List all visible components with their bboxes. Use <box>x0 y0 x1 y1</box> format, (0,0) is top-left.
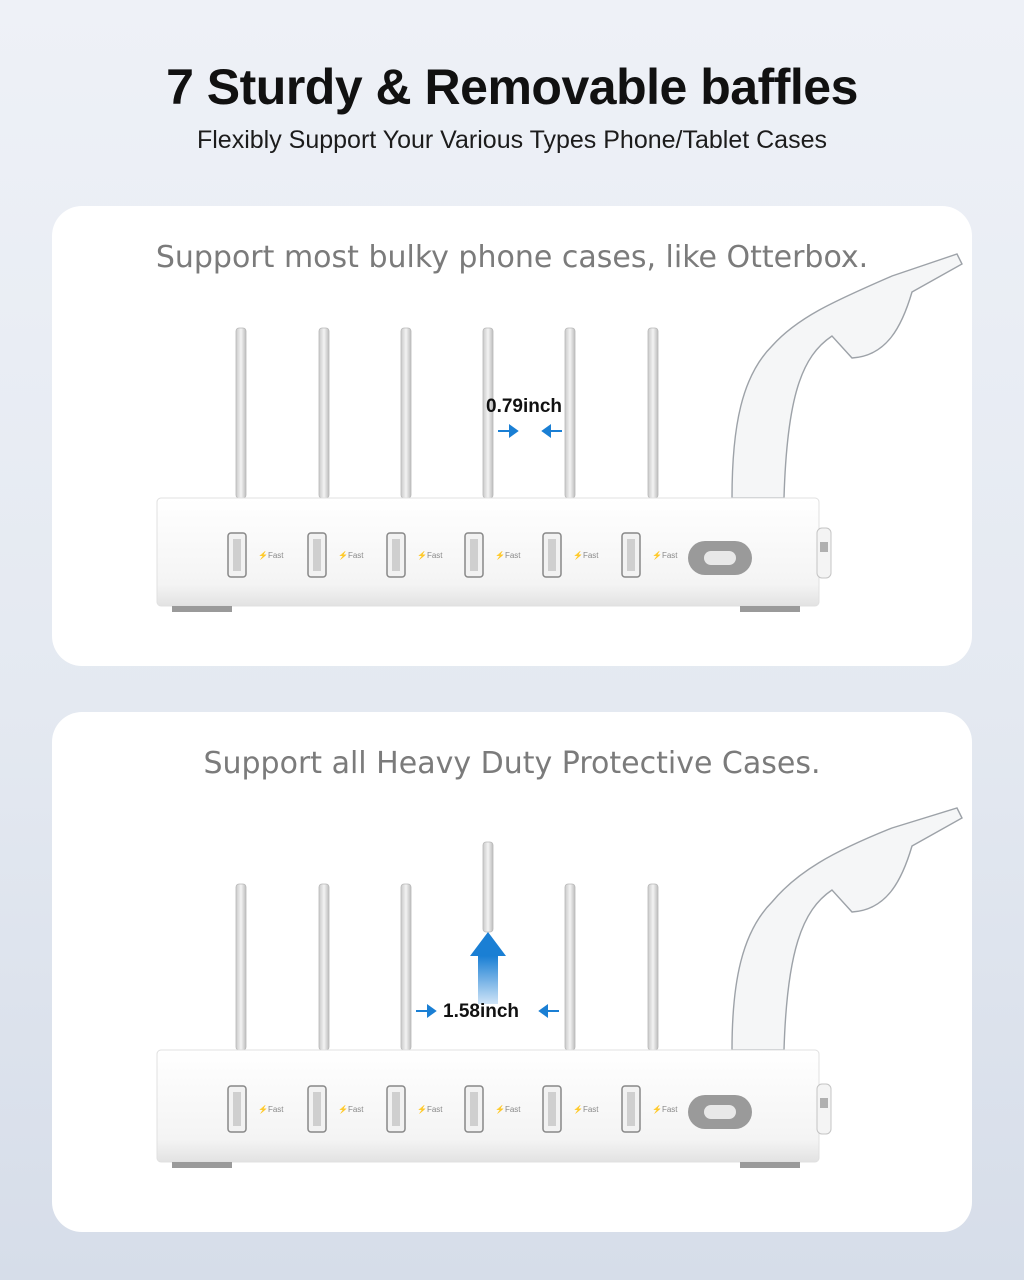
svg-text:⚡Fast: ⚡Fast <box>417 550 443 560</box>
usb-ports <box>227 532 641 578</box>
fast-labels: ⚡Fast ⚡Fast ⚡Fast ⚡Fast ⚡Fast ⚡Fast <box>258 1104 678 1114</box>
svg-text:⚡Fast: ⚡Fast <box>338 550 364 560</box>
double-arrow-icon <box>498 424 562 438</box>
power-switch-icon <box>816 527 832 579</box>
gap-measurement-label: 0.79inch <box>486 396 562 417</box>
panel-heavy-duty: Support all Heavy Duty Protective Cases. <box>52 712 972 1232</box>
svg-text:⚡Fast: ⚡Fast <box>573 550 599 560</box>
power-socket-icon <box>688 541 752 575</box>
page-title: 7 Sturdy & Removable baffles <box>166 59 858 115</box>
svg-text:⚡Fast: ⚡Fast <box>573 1104 599 1114</box>
panel-caption: Support most bulky phone cases, like Ott… <box>155 240 869 275</box>
clear-tablet-stand <box>731 807 963 1051</box>
svg-text:⚡Fast: ⚡Fast <box>652 1104 678 1114</box>
charging-station-illustration: ⚡Fast ⚡Fast ⚡Fast ⚡Fast ⚡Fast ⚡Fast 1.58… <box>156 807 963 1168</box>
svg-text:⚡Fast: ⚡Fast <box>417 1104 443 1114</box>
svg-text:⚡Fast: ⚡Fast <box>495 550 521 560</box>
svg-text:⚡Fast: ⚡Fast <box>338 1104 364 1114</box>
page-subtitle: Flexibly Support Your Various Types Phon… <box>196 126 827 154</box>
charging-station-illustration: ⚡Fast ⚡Fast ⚡Fast ⚡Fast ⚡Fast ⚡Fast 0.79… <box>156 253 963 612</box>
svg-text:⚡Fast: ⚡Fast <box>258 1104 284 1114</box>
baffles <box>235 327 659 499</box>
power-switch-icon <box>816 1083 832 1135</box>
usb-ports <box>227 1085 641 1133</box>
svg-text:⚡Fast: ⚡Fast <box>652 550 678 560</box>
svg-text:⚡Fast: ⚡Fast <box>495 1104 521 1114</box>
power-socket-icon <box>688 1095 752 1129</box>
panel-caption: Support all Heavy Duty Protective Cases. <box>203 746 821 781</box>
baffles <box>235 841 659 1051</box>
fast-labels: ⚡Fast ⚡Fast ⚡Fast ⚡Fast ⚡Fast ⚡Fast <box>258 550 678 560</box>
gap-measurement-label: 1.58inch <box>443 1001 519 1022</box>
up-arrow-icon <box>470 932 506 1004</box>
svg-text:⚡Fast: ⚡Fast <box>258 550 284 560</box>
panel-otterbox: Support most bulky phone cases, like Ott… <box>52 206 972 666</box>
double-arrow-icon <box>416 1004 559 1018</box>
clear-tablet-stand <box>731 253 963 499</box>
